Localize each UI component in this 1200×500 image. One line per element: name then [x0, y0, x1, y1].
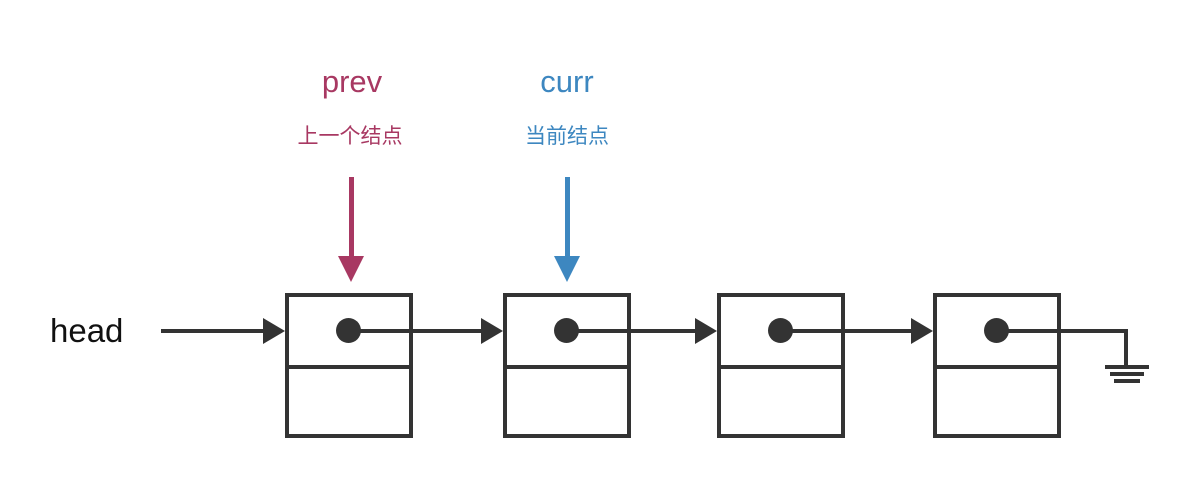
- head-arrow-shaft: [161, 329, 265, 333]
- list-node-2: [503, 293, 631, 438]
- node-1-cell-divider: [289, 365, 409, 369]
- list-node-4: [933, 293, 1061, 438]
- next-arrowhead-3-icon: [911, 318, 933, 344]
- node-3-cell-divider: [721, 365, 841, 369]
- prev-down-arrowhead-icon: [338, 256, 364, 282]
- prev-down-arrow-shaft: [349, 177, 354, 258]
- list-node-3: [717, 293, 845, 438]
- next-arrow-2-shaft: [567, 329, 697, 333]
- curr-pointer-sublabel: 当前结点: [525, 125, 609, 148]
- tail-null-link-shaft: [997, 329, 1128, 333]
- prev-pointer-label: prev: [321, 64, 383, 99]
- tail-null-link-drop: [1124, 329, 1128, 365]
- head-arrowhead-icon: [263, 318, 285, 344]
- next-arrowhead-1-icon: [481, 318, 503, 344]
- head-label: head: [50, 312, 124, 349]
- ground-null-icon-bar3: [1114, 379, 1140, 383]
- list-node-1: [285, 293, 413, 438]
- ground-null-icon-bar2: [1110, 372, 1144, 376]
- next-arrow-1-shaft: [349, 329, 483, 333]
- node-2-cell-divider: [507, 365, 627, 369]
- curr-down-arrowhead-icon: [554, 256, 580, 282]
- ground-null-icon-bar1: [1105, 365, 1149, 369]
- curr-down-arrow-shaft: [565, 177, 570, 258]
- next-arrow-3-shaft: [781, 329, 913, 333]
- prev-pointer-sublabel: 上一个结点: [297, 125, 403, 148]
- next-arrowhead-2-icon: [695, 318, 717, 344]
- curr-pointer-label: curr: [540, 64, 594, 99]
- node-4-cell-divider: [937, 365, 1057, 369]
